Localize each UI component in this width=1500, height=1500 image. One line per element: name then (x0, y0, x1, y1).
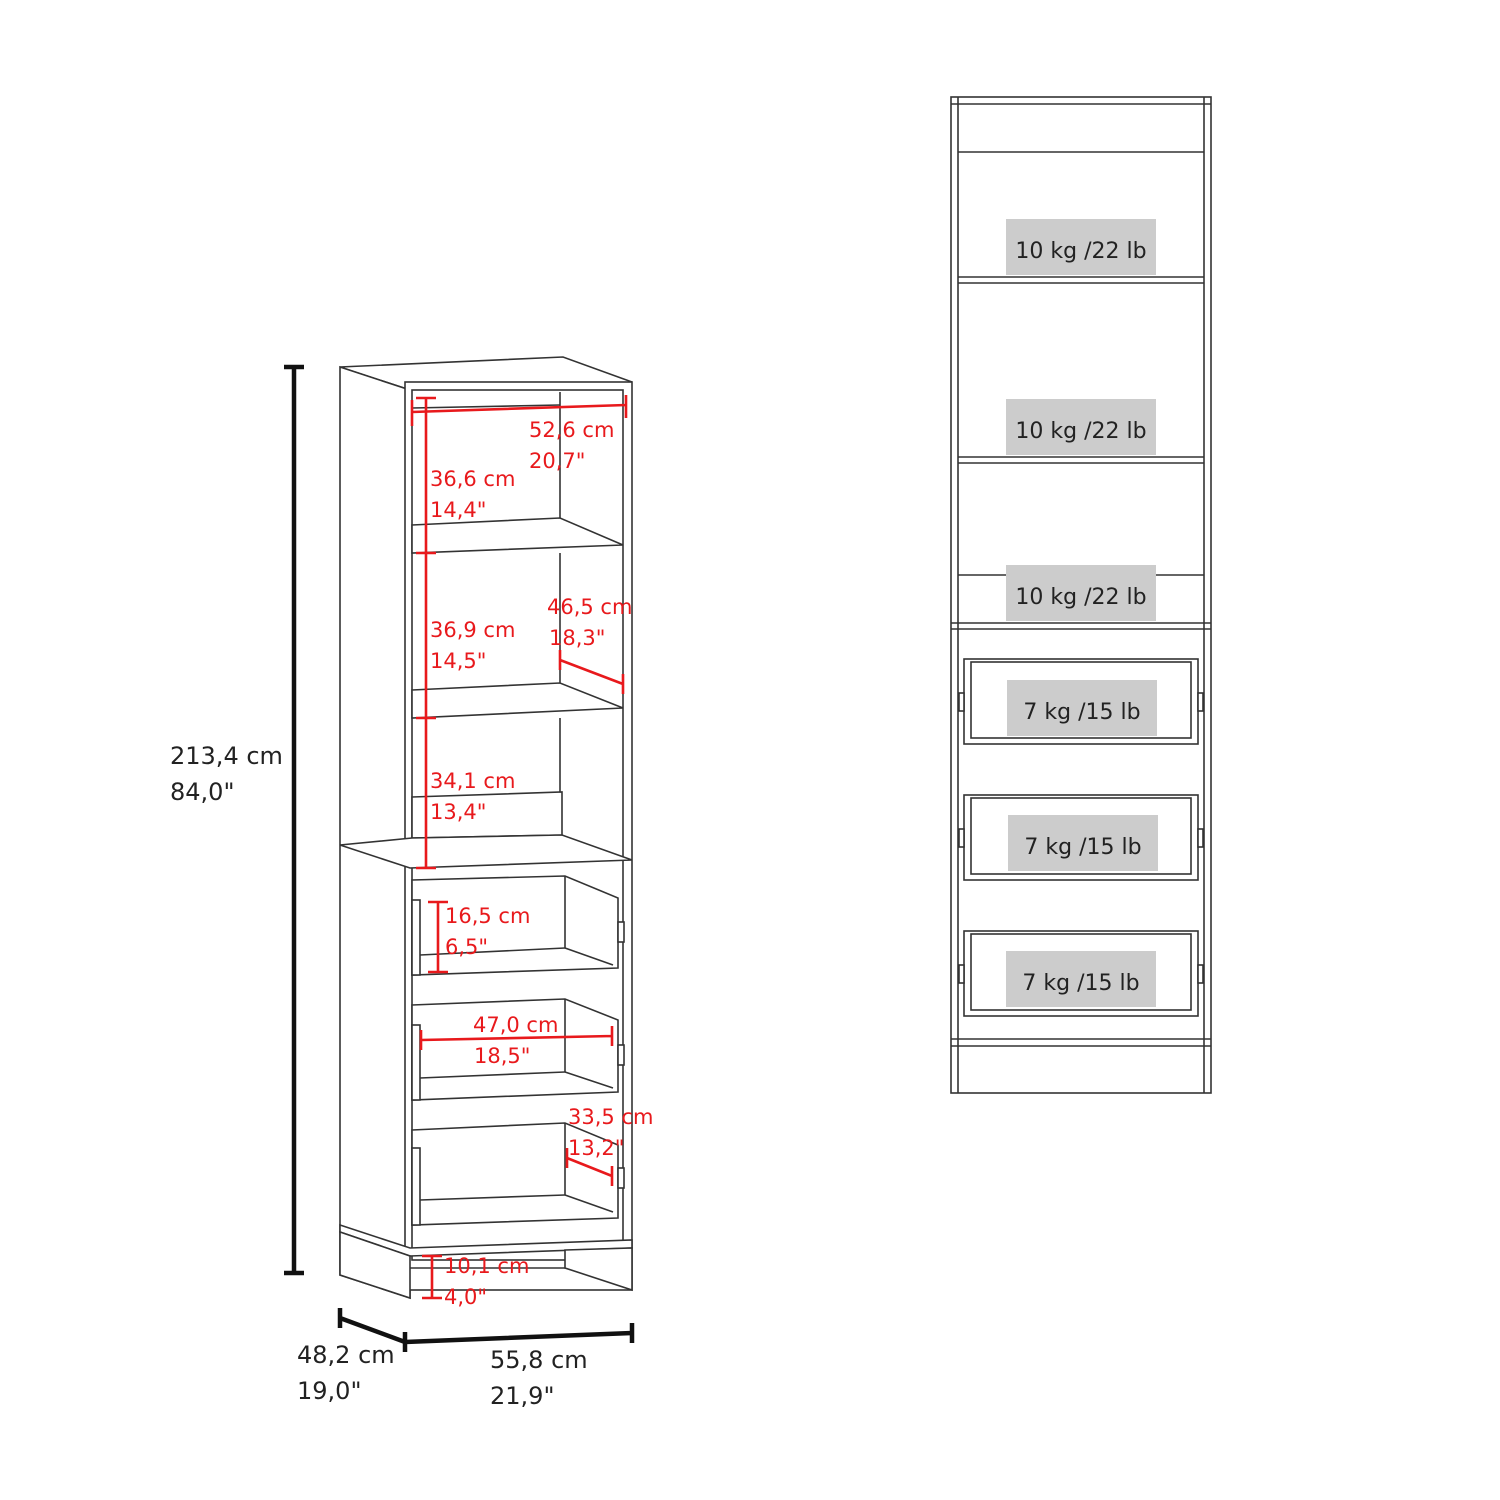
base-height-in: 4,0" (444, 1285, 487, 1309)
drawer-height-cm: 16,5 cm (445, 904, 530, 928)
drawer-height-in: 6,5" (445, 935, 488, 959)
load-label-shelf-2: 10 kg /22 lb (1015, 419, 1146, 444)
overall-width-cm: 55,8 cm (490, 1346, 588, 1374)
drawer-width-cm: 47,0 cm (473, 1013, 558, 1037)
shelf-depth-in: 18,3" (549, 626, 605, 650)
shelf-1 (411, 517, 624, 554)
cabinet-left-side (339, 365, 411, 1300)
overall-depth-cm: 48,2 cm (297, 1341, 395, 1369)
top-height-in: 14,4" (430, 498, 486, 522)
overall-depth-in: 19,0" (297, 1377, 361, 1405)
overall-height-cm: 213,4 cm (170, 742, 283, 770)
load-label-shelf-1: 10 kg /22 lb (1015, 239, 1146, 264)
drawer-1 (411, 875, 625, 976)
base-right (564, 1247, 633, 1292)
drawer-depth-in: 13,2" (568, 1136, 624, 1160)
mid-height-cm: 36,9 cm (430, 618, 515, 642)
load-labels: 10 kg /22 lb 10 kg /22 lb 10 kg /22 lb 7… (1006, 219, 1158, 1007)
top-height-cm: 36,6 cm (430, 467, 515, 491)
overall-dimension-lines (284, 364, 635, 1352)
drawer-2 (411, 998, 625, 1101)
drawer-width-in: 18,5" (474, 1044, 530, 1068)
load-label-drawer-2: 7 kg /15 lb (1024, 835, 1141, 860)
middle-divider (339, 834, 633, 869)
shelf-width-in: 20,7" (529, 449, 585, 473)
shelf-2 (411, 682, 624, 719)
base-left (339, 1230, 411, 1300)
shelf-width-cm: 52,6 cm (529, 418, 614, 442)
overall-width-in: 21,9" (490, 1382, 554, 1410)
load-label-drawer-1: 7 kg /15 lb (1023, 700, 1140, 725)
cabinet-perspective (339, 356, 633, 1300)
shelf-depth-cm: 46,5 cm (547, 595, 632, 619)
low-height-in: 13,4" (430, 800, 486, 824)
low-height-cm: 34,1 cm (430, 769, 515, 793)
mid-height-in: 14,5" (430, 649, 486, 673)
base-height-cm: 10,1 cm (444, 1254, 529, 1278)
load-label-drawer-3: 7 kg /15 lb (1022, 971, 1139, 996)
drawer-depth-cm: 33,5 cm (568, 1105, 653, 1129)
overall-height-in: 84,0" (170, 778, 234, 806)
load-label-shelf-3: 10 kg /22 lb (1015, 585, 1146, 610)
inner-dimension-lines (410, 395, 628, 1300)
